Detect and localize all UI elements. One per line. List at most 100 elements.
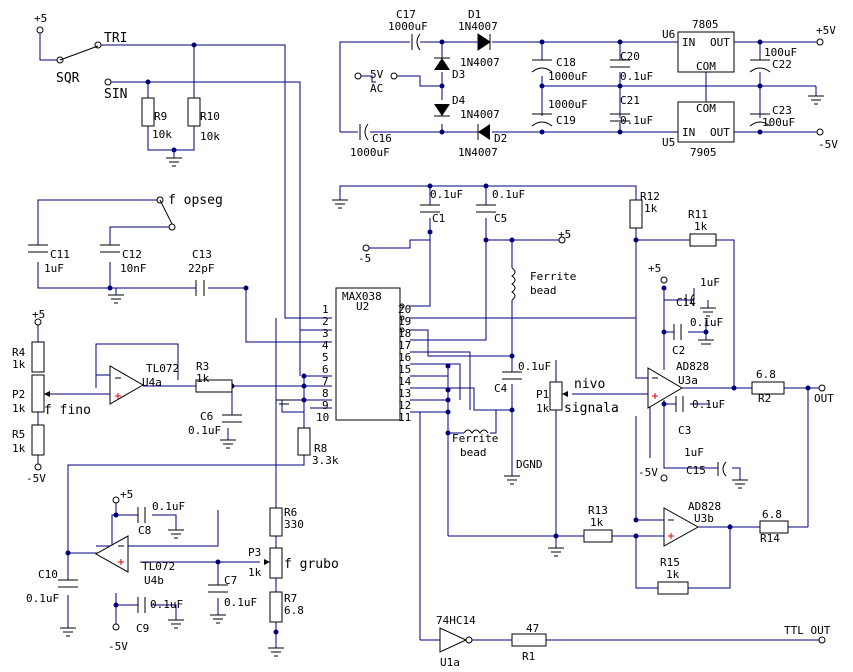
cap-c7 [208, 584, 228, 593]
pot-p3 [269, 547, 283, 579]
resistor-r15 [657, 581, 689, 595]
diodes [434, 33, 491, 140]
opamps [94, 365, 700, 653]
label-c2v: 0.1uF [690, 316, 723, 329]
cap-c3 [675, 396, 684, 412]
label-f-grubo: f grubo [284, 557, 339, 572]
label-p2: P2 [12, 388, 25, 401]
label-ac5v: 5V [370, 68, 384, 81]
label-r1v: 47 [526, 622, 539, 635]
label-p5-u3: +5 [648, 262, 661, 275]
label-c21v: 0.1uF [620, 114, 653, 127]
label-c3: C3 [678, 424, 691, 437]
label-m5-mid: -5 [358, 252, 371, 265]
regulators [677, 31, 735, 143]
label-c8: C8 [138, 524, 151, 537]
pot-p2 [31, 374, 45, 413]
pot-p1-wiper [562, 391, 568, 397]
label-d3: D3 [452, 68, 465, 81]
label-hc14: 74HC14 [436, 614, 476, 627]
label-p1v: 1k [536, 402, 550, 415]
label-c5v: 0.1uF [492, 188, 525, 201]
label-r6v: 330 [284, 518, 304, 531]
label-u6-out: OUT [710, 36, 730, 49]
label-ferrite1: Ferrite [530, 270, 576, 283]
max038-pin-13: 13 [398, 387, 411, 400]
label-c13: C13 [192, 248, 212, 261]
label-p5-left: +5 [32, 308, 45, 321]
max038-pin-3: 3 [322, 327, 329, 340]
opamp-u4b [94, 535, 129, 573]
label-u5: U5 [662, 136, 675, 149]
label-r12v: 1k [644, 202, 658, 215]
label-r1: R1 [522, 650, 535, 663]
cap-c6 [222, 414, 242, 423]
max038-chip [335, 287, 401, 421]
label-c18: C18 [556, 56, 576, 69]
label-r5v: 1k [12, 442, 26, 455]
resistor-r10 [187, 97, 201, 127]
label-p3v: 1k [248, 566, 262, 579]
resistor-r9 [141, 97, 155, 127]
label-d1v: 1N4007 [458, 20, 498, 33]
label-c18v: 1000uF [548, 70, 588, 83]
max038-pin-20: 20 [398, 303, 411, 316]
resistor-r2 [751, 381, 785, 395]
label-m5-left: -5V [26, 472, 46, 485]
label-r8v: 3.3k [312, 454, 339, 467]
label-r7: R7 [284, 592, 297, 605]
label-c11v: 1uF [44, 262, 64, 275]
label-c15: C15 [686, 464, 706, 477]
cap-c4 [502, 371, 522, 380]
label-tl072a: TL072 [146, 362, 179, 375]
label-r15v: 1k [666, 568, 680, 581]
label-ferrite2: Ferrite [452, 432, 498, 445]
max038-pin-6: 6 [322, 363, 329, 376]
label-r2v: 6.8 [756, 368, 776, 381]
label-m5-u3: -5V [638, 466, 658, 479]
label-c6: C6 [200, 410, 213, 423]
capacitors [28, 33, 771, 613]
label-r3: R3 [196, 360, 209, 373]
label-u1a: U1a [440, 656, 460, 669]
label-r9: R9 [154, 110, 167, 123]
label-c22: C22 [772, 58, 792, 71]
label-c1: C1 [432, 212, 445, 225]
label-c17v: 1000uF [388, 20, 428, 33]
switches [59, 45, 173, 225]
label-r6: R6 [284, 506, 297, 519]
label-r12: R12 [640, 190, 660, 203]
label-tl072b: TL072 [142, 560, 175, 573]
cap-c20 [610, 59, 630, 68]
opamp-u3b [663, 507, 700, 547]
label-u4b: U4b [144, 574, 164, 587]
label-r11: R11 [688, 208, 708, 221]
label-r13v: 1k [590, 516, 604, 529]
label-u6-part: 7805 [692, 18, 719, 31]
max038-pin-8: 8 [322, 387, 329, 400]
label-u3a: U3a [678, 374, 698, 387]
cap-c10 [58, 579, 78, 588]
label-c7: C7 [224, 574, 237, 587]
label-c22v: 100uF [764, 46, 797, 59]
resistor-r6 [269, 507, 283, 537]
label-p2v: 1k [12, 402, 26, 415]
label-c16v: 1000uF [350, 146, 390, 159]
label-u5-out: OUT [710, 126, 730, 139]
label-c3v: 0.1uF [692, 398, 725, 411]
max038-pin-4: 4 [322, 339, 329, 352]
regulator-u6 [677, 31, 735, 73]
label-u6-com: COM [696, 60, 716, 73]
label-ferrite1b: bead [530, 284, 557, 297]
label-c23: C23 [772, 104, 792, 117]
label-c4v: 0.1uF [518, 360, 551, 373]
label-out: OUT [814, 392, 834, 405]
resistor-r3 [195, 379, 233, 393]
label-c19v: 1000uF [548, 98, 588, 111]
label-d2: D2 [494, 132, 507, 145]
label-c19: C19 [556, 114, 576, 127]
label-p5-u4b: +5 [120, 488, 133, 501]
label-p3: P3 [248, 546, 261, 559]
cap-c9 [137, 597, 146, 613]
